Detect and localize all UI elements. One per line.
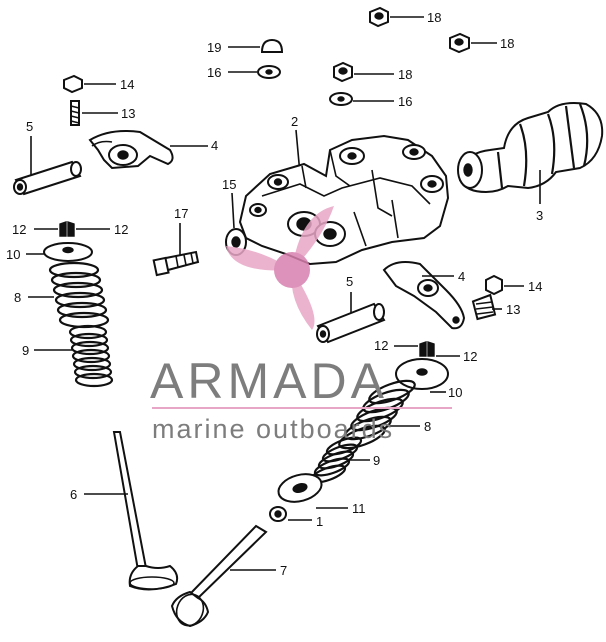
nut-18-top — [369, 6, 389, 28]
callout-16: 16 — [398, 94, 412, 109]
outer-spring-8-right — [338, 379, 416, 450]
callout-18: 18 — [398, 67, 412, 82]
callout-12: 12 — [463, 349, 477, 364]
stem-seal-1 — [269, 506, 287, 522]
callout-12: 12 — [114, 222, 128, 237]
callout-17: 17 — [174, 206, 188, 221]
callout-3: 3 — [536, 208, 543, 223]
valve-6 — [112, 431, 179, 591]
callout-9: 9 — [22, 343, 29, 358]
adjuster-screw-13-right — [471, 293, 497, 321]
rocker-shaft-5-right — [316, 302, 386, 344]
washer-16-right — [329, 92, 353, 106]
callout-12: 12 — [12, 222, 26, 237]
callout-18: 18 — [427, 10, 441, 25]
inner-spring-9-left — [68, 324, 114, 388]
rocker-arm-4-left — [88, 130, 174, 170]
callout-6: 6 — [70, 487, 77, 502]
brand-name: ARMADA — [150, 353, 388, 409]
spring-retainer-10-right — [395, 358, 449, 390]
valve-cotter-12-left — [59, 221, 75, 237]
armada-logo-mark — [226, 206, 334, 330]
callout-14: 14 — [120, 77, 134, 92]
callout-7: 7 — [280, 563, 287, 578]
adjuster-screw-13-left — [70, 100, 80, 126]
inner-spring-9-right — [309, 436, 363, 484]
callout-13: 13 — [121, 106, 135, 121]
callout-1: 1 — [316, 514, 323, 529]
callout-11: 11 — [352, 501, 366, 516]
callout-12: 12 — [374, 338, 388, 353]
adjuster-nut-14-right — [485, 274, 503, 296]
bolt-17 — [152, 250, 200, 277]
nut-18-middle — [333, 61, 353, 83]
callout-10: 10 — [6, 247, 20, 262]
callout-5: 5 — [346, 274, 353, 289]
callout-10: 10 — [448, 385, 462, 400]
spring-seat-11 — [277, 473, 323, 503]
brand-tagline: marine outboards — [152, 414, 394, 444]
callout-8: 8 — [14, 290, 21, 305]
washer-16-left — [257, 65, 281, 79]
callout-13: 13 — [506, 302, 520, 317]
callout-19: 19 — [207, 40, 221, 55]
outer-spring-8-left — [48, 261, 110, 329]
spring-retainer-10-left — [43, 242, 93, 262]
valve-7 — [170, 524, 268, 628]
callout-4: 4 — [458, 269, 465, 284]
rocker-arm-4-right — [382, 261, 466, 330]
valve-cotter-12-right — [419, 341, 435, 357]
callout-4: 4 — [211, 138, 218, 153]
rocker-housing-2 — [238, 134, 450, 266]
rocker-shaft-5-left — [13, 160, 82, 196]
callout-14: 14 — [528, 279, 542, 294]
callout-16: 16 — [207, 65, 221, 80]
adjuster-nut-14-left — [63, 74, 83, 94]
cap-nut-19 — [260, 38, 284, 53]
callout-8: 8 — [424, 419, 431, 434]
callout-18: 18 — [500, 36, 514, 51]
nut-18-upper-right — [449, 32, 470, 54]
callout-2: 2 — [291, 114, 298, 129]
callout-9: 9 — [373, 453, 380, 468]
camshaft-3 — [457, 102, 604, 194]
callout-5: 5 — [26, 119, 33, 134]
callout-15: 15 — [222, 177, 236, 192]
